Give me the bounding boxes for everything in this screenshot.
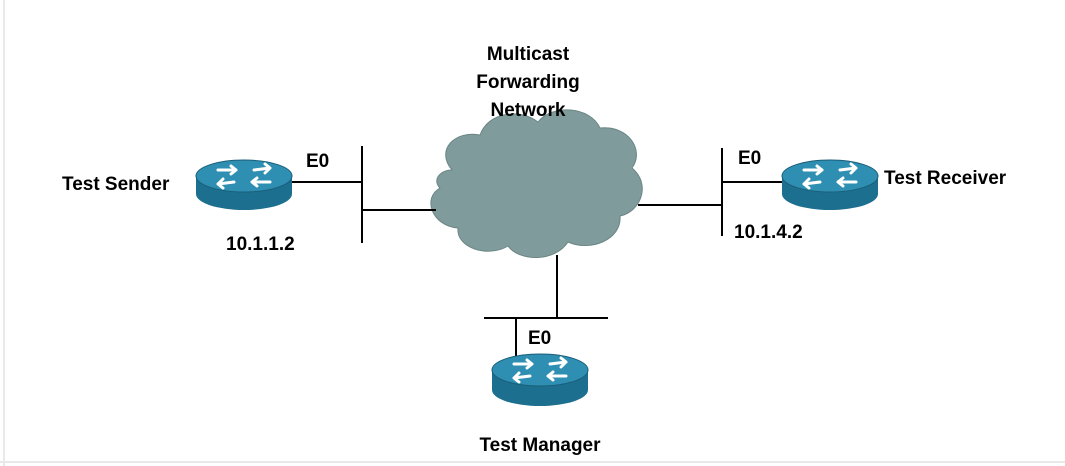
receiver-interface-label: E0 xyxy=(738,148,761,169)
manager-interface-label: E0 xyxy=(528,328,551,349)
cloud-label-line3: Network xyxy=(491,100,566,121)
sender-ip-label: 10.1.1.2 xyxy=(226,234,295,255)
manager-links xyxy=(484,255,608,360)
receiver-ip-label: 10.1.4.2 xyxy=(734,222,803,243)
test-receiver-router-icon xyxy=(781,159,879,210)
test-manager-label: Test Manager xyxy=(479,435,601,456)
cloud-label-line1: Multicast xyxy=(487,44,570,65)
multicast-network-cloud xyxy=(430,109,643,259)
sender-links xyxy=(290,146,436,243)
test-receiver-label: Test Receiver xyxy=(884,168,1007,189)
cloud-label-line2: Forwarding xyxy=(476,72,579,93)
test-manager-router-icon xyxy=(491,353,589,406)
sender-interface-label: E0 xyxy=(306,151,329,172)
receiver-links xyxy=(638,148,784,236)
test-sender-label: Test Sender xyxy=(62,174,170,195)
test-sender-router-icon xyxy=(195,159,293,210)
